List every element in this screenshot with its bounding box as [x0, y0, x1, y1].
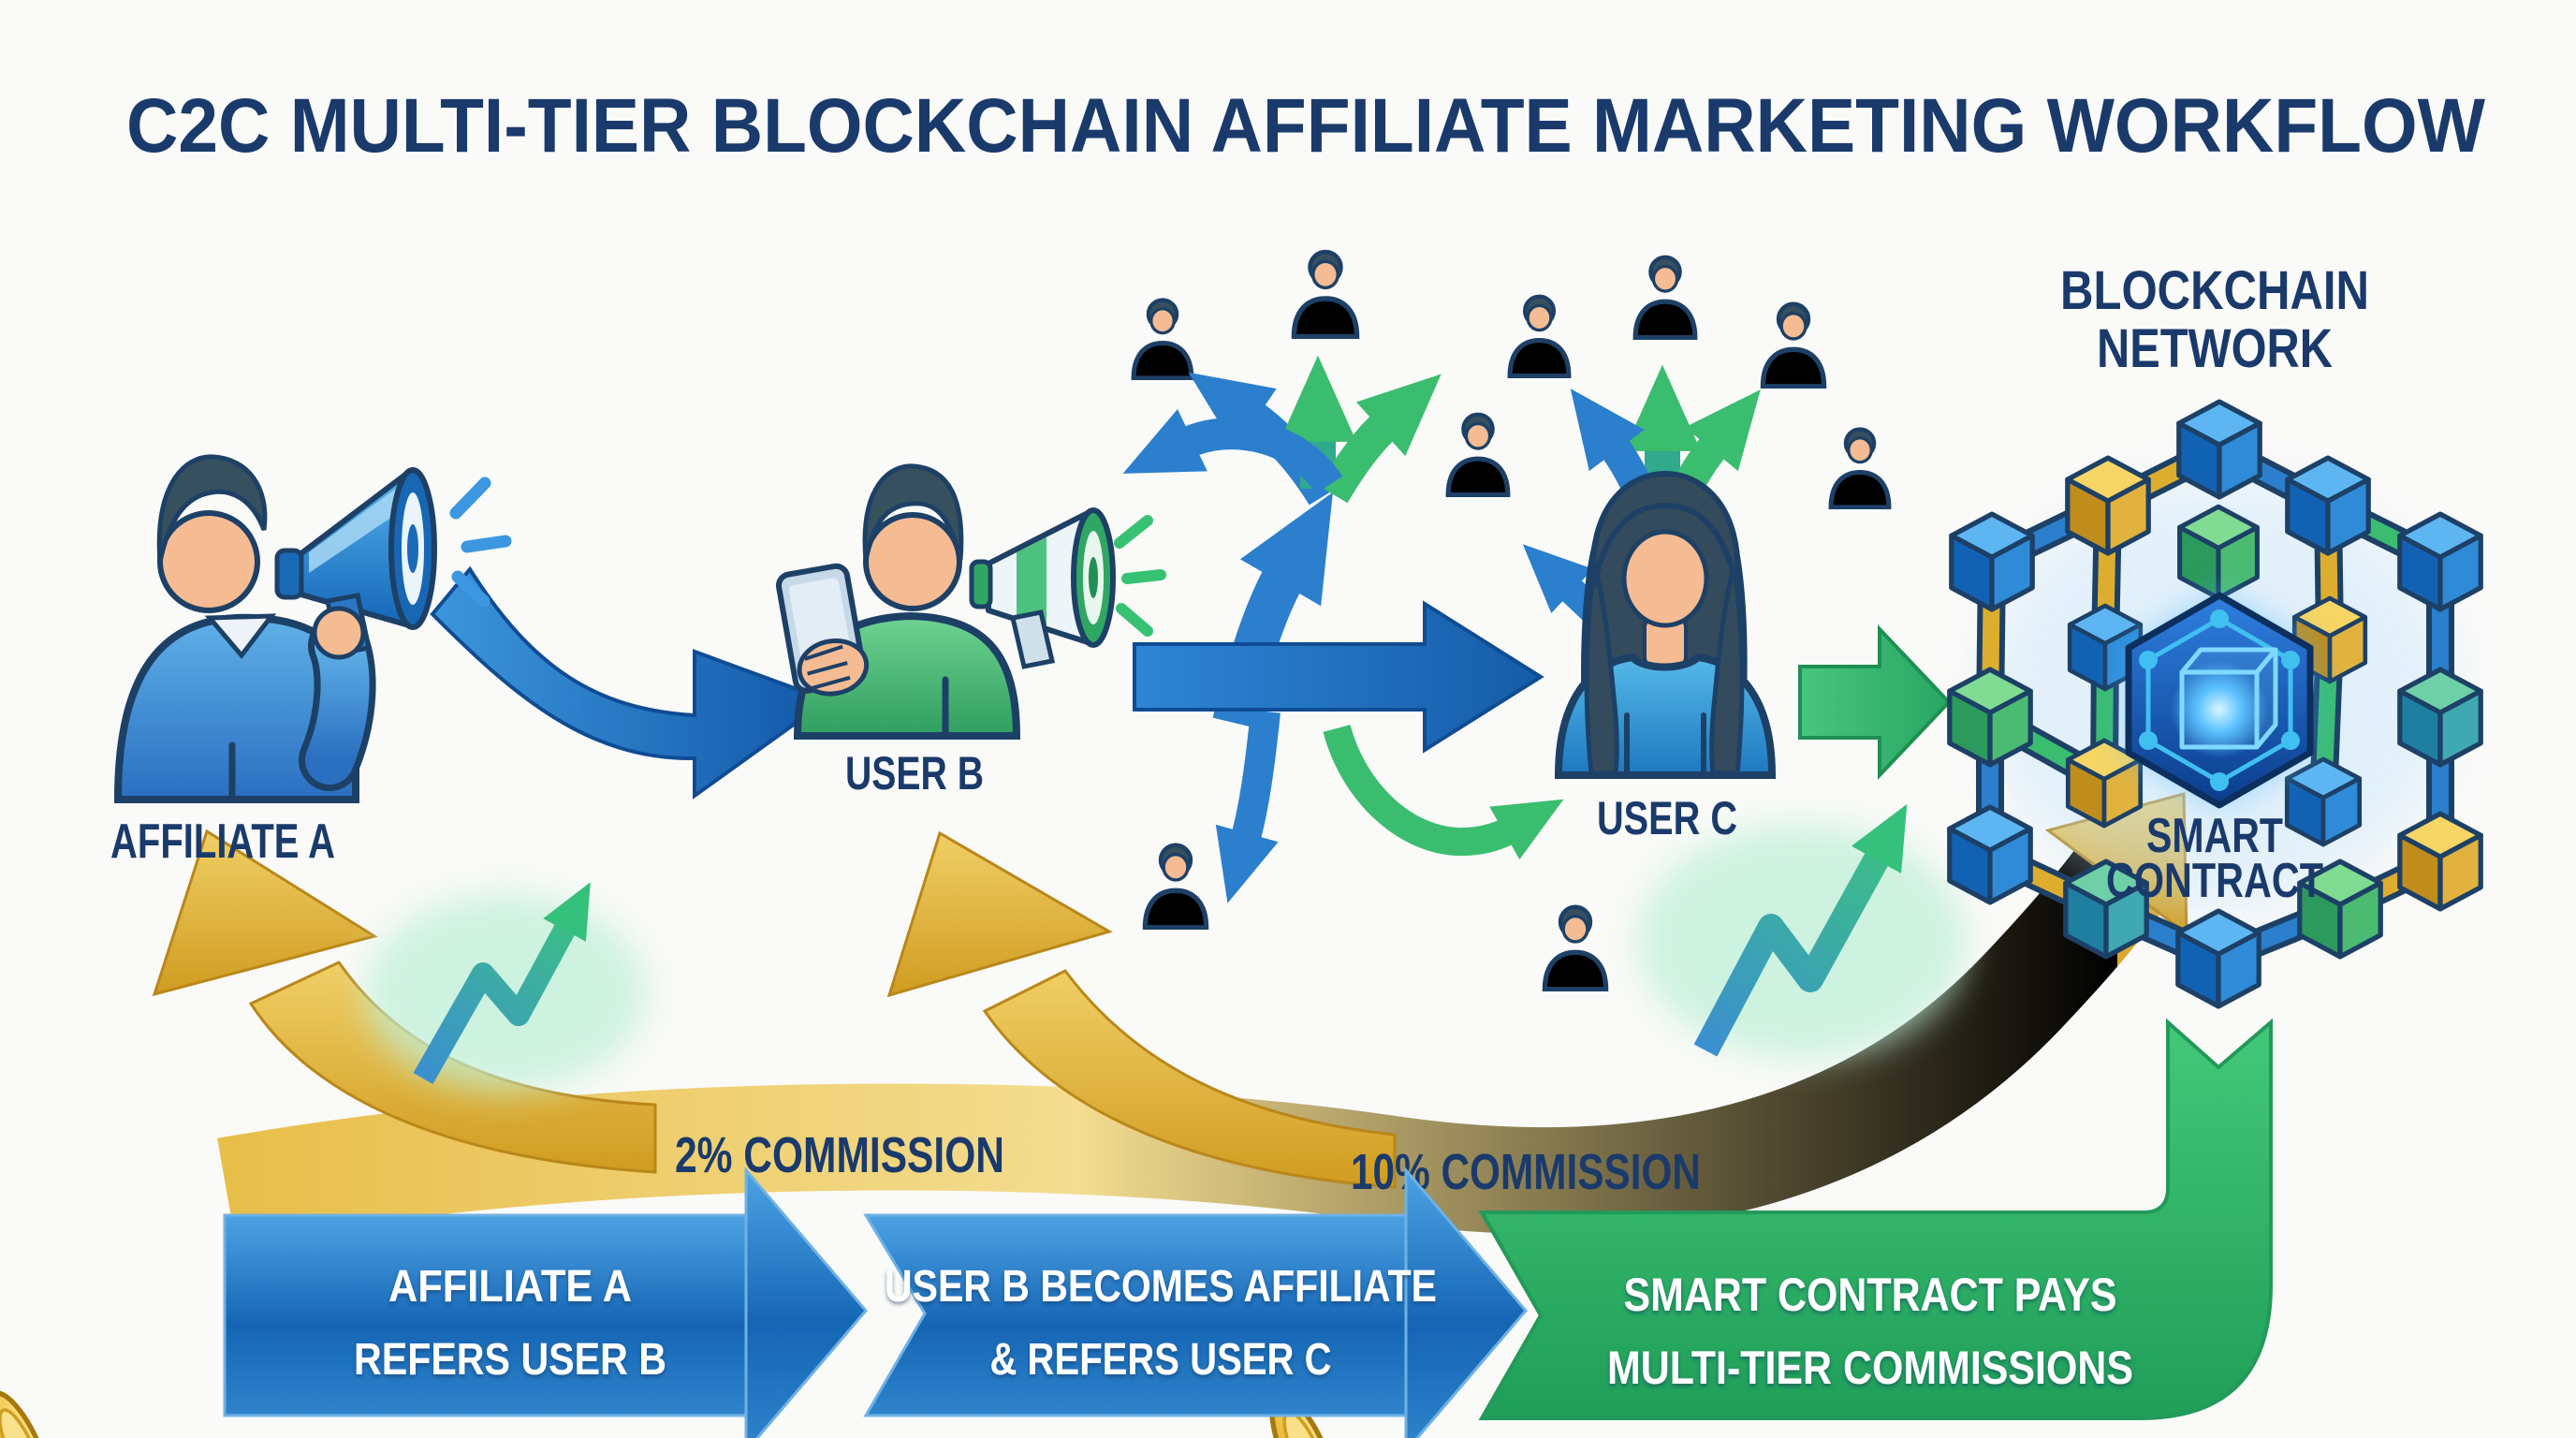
block-cube-icon	[2179, 402, 2260, 497]
step3-label-line1: SMART CONTRACT PAYS	[1624, 1269, 2117, 1321]
block-cube-icon	[1950, 669, 2030, 765]
user-c-label: USER C	[1597, 792, 1737, 844]
step2-arrow	[863, 1166, 1528, 1438]
sound-waves-icon	[449, 477, 512, 608]
growth-zigzag-icon	[413, 882, 591, 1084]
tier1-commission-label: 2% COMMISSION	[675, 1127, 1004, 1183]
block-cube-icon	[2400, 514, 2481, 609]
step3-label-line2: MULTI-TIER COMMISSIONS	[1607, 1342, 2133, 1394]
sound-waves-icon	[1114, 515, 1166, 637]
step1-label-line1: AFFILIATE A	[388, 1262, 632, 1312]
step2-label-line1: USER B BECOMES AFFILIATE	[885, 1262, 1437, 1312]
affiliate-a-figure	[113, 454, 512, 803]
block-cube-icon	[2178, 911, 2259, 1006]
growth-zigzag-icon	[1693, 803, 1908, 1057]
block-cube-icon	[2180, 506, 2258, 598]
block-cube-icon	[1950, 807, 2030, 902]
megaphone-icon	[969, 507, 1116, 669]
user-b-label: USER B	[845, 747, 984, 800]
step1-label-line2: REFERS USER B	[354, 1335, 666, 1385]
affiliate-a-label: AFFILIATE A	[110, 814, 335, 869]
block-cube-icon	[2068, 458, 2148, 553]
affiliate-a-to-user-b-arrow	[430, 565, 832, 800]
block-cube-icon	[1952, 514, 2032, 609]
tier2-commission-label: 10% COMMISSION	[1351, 1144, 1701, 1200]
blockchain-network-label-line2: NETWORK	[2097, 318, 2333, 379]
smart-contract-label-line1: SMART	[2146, 809, 2283, 863]
block-cube-icon	[2400, 669, 2481, 765]
step1-arrow	[223, 1166, 868, 1438]
block-cube-icon	[2287, 759, 2359, 844]
blockchain-network-label-line1: BLOCKCHAIN	[2060, 260, 2369, 321]
blockchain-network	[1950, 402, 2481, 1006]
block-cube-icon	[2400, 814, 2481, 909]
referral-branch-arrows	[1122, 355, 1564, 903]
user-b-figure	[775, 463, 1166, 740]
diagram-title: C2C MULTI-TIER BLOCKCHAIN AFFILIATE MARK…	[126, 83, 2486, 169]
user-c-to-network-arrow	[1798, 624, 1952, 781]
block-cube-icon	[2288, 458, 2368, 553]
megaphone-icon	[274, 467, 437, 656]
step2-label-line2: & REFERS USER C	[990, 1335, 1332, 1385]
glow-effect	[1638, 824, 1966, 1058]
smart-contract-label-line2: CONTRACT	[2106, 854, 2323, 908]
commission-arrow-to-user-b	[886, 830, 1397, 1189]
smart-contract-badge-icon	[2125, 592, 2314, 809]
step3-green-band	[1478, 1018, 2273, 1420]
smartphone-icon	[775, 563, 870, 697]
user-c-figure	[1554, 470, 1777, 779]
user-b-to-user-c-arrow	[1133, 600, 1544, 754]
